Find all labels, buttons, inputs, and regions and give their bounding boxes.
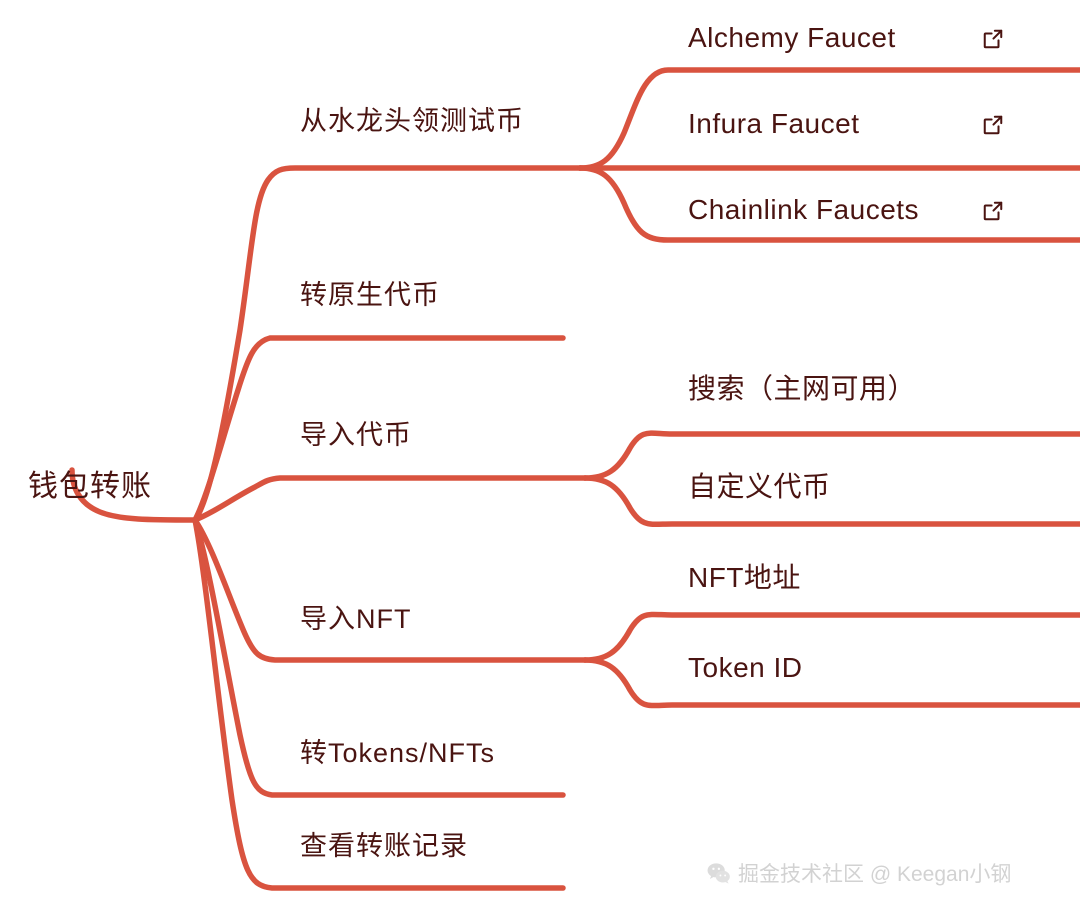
leaf-label-infura-faucet[interactable]: Infura Faucet [688, 108, 860, 139]
watermark: 掘金技术社区 @ Keegan小钢 [706, 858, 1011, 888]
branch-label-transfer-tokens-nfts[interactable]: 转Tokens/NFTs [300, 738, 496, 768]
branch-label-faucet[interactable]: 从水龙头领测试币 [300, 106, 524, 136]
leaf-label-search-mainnet[interactable]: 搜索（主网可用） [688, 373, 917, 404]
connector-leaf-nft-address [582, 611, 1080, 663]
connector-leaf-search [582, 430, 1080, 481]
leaf-label-custom-token[interactable]: 自定义代币 [688, 471, 831, 502]
leaf-label-chainlink-faucets[interactable]: Chainlink Faucets [688, 194, 920, 225]
external-link-icon[interactable] [982, 114, 1004, 136]
connector-root-stem [69, 467, 198, 523]
branch-label-import-nft[interactable]: 导入NFT [300, 604, 412, 634]
connector-branch-5 [192, 517, 566, 798]
external-link-icon[interactable] [982, 28, 1004, 50]
connector-branch-2 [192, 335, 566, 523]
connector-branch-4 [192, 517, 588, 663]
connector-leaf-custom-token [582, 475, 1080, 528]
connector-branch-6 [192, 517, 566, 891]
root-node-label[interactable]: 钱包转账 [28, 470, 152, 503]
leaf-label-token-id[interactable]: Token ID [688, 652, 803, 683]
connector-leaf-chainlink [577, 165, 1080, 243]
branch-label-transfer-native[interactable]: 转原生代币 [300, 280, 440, 310]
watermark-text: 掘金技术社区 @ Keegan小钢 [738, 863, 1012, 886]
connector-branch-1 [192, 165, 583, 523]
connector-branch-3 [192, 475, 588, 523]
branch-label-import-token[interactable]: 导入代币 [300, 420, 412, 450]
wechat-icon [707, 862, 730, 884]
connector-leaf-alchemy [577, 67, 1080, 171]
leaf-label-nft-address[interactable]: NFT地址 [688, 562, 801, 593]
branch-label-view-history[interactable]: 查看转账记录 [300, 831, 468, 861]
external-link-icon[interactable] [982, 200, 1004, 222]
connector-leaf-token-id [582, 657, 1080, 709]
leaf-label-alchemy-faucet[interactable]: Alchemy Faucet [688, 22, 896, 53]
